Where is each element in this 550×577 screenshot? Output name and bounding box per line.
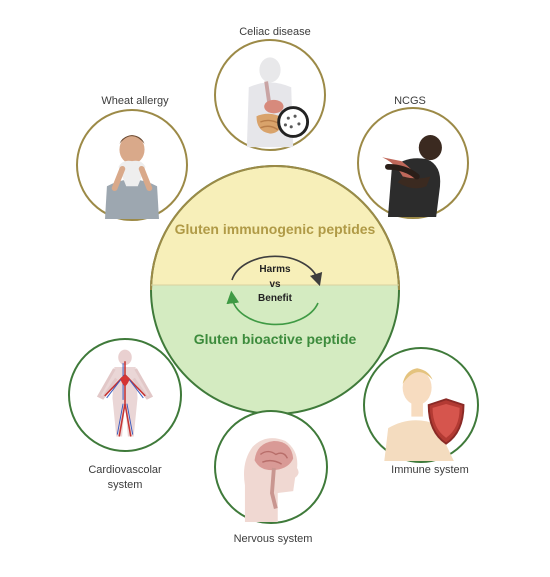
label-cardiovascular-2: system — [107, 479, 143, 491]
circle-ncgs — [357, 107, 469, 219]
central-circle — [150, 165, 400, 415]
label-nervous-system: Nervous system — [233, 533, 313, 545]
cycle-arrow-top — [231, 255, 323, 287]
label-wheat-allergy: Wheat allergy — [101, 95, 169, 107]
circle-celiac-disease — [214, 39, 326, 151]
label-ncgs: NCGS — [394, 95, 426, 107]
circle-wheat-allergy — [76, 109, 188, 221]
cycle-label-benefit: Benefit — [258, 293, 292, 304]
label-immune-system: Immune system — [391, 464, 469, 476]
brain-head-icon — [243, 438, 299, 522]
circle-immune-system — [363, 347, 479, 463]
digestive-system-icon — [246, 57, 310, 148]
stomach-pain-person-icon — [382, 135, 442, 217]
circle-nervous-system — [214, 410, 328, 524]
gluten-immunogenic-title: Gluten immunogenic peptides — [174, 221, 376, 237]
immune-shield-person-icon — [384, 368, 465, 461]
cycle-label-harms: Harms — [259, 264, 291, 275]
gluten-bioactive-title: Gluten bioactive peptide — [193, 331, 357, 347]
cycle-label-vs: vs — [269, 279, 281, 290]
sneezing-person-icon — [105, 135, 159, 219]
label-celiac-disease: Celiac disease — [239, 26, 311, 38]
cycle-arrow-bottom — [226, 290, 319, 326]
circle-cardiovascular-system — [68, 338, 182, 452]
cardiovascular-body-icon — [96, 349, 154, 437]
label-cardiovascular-1: Cardiovascolar — [88, 464, 162, 476]
